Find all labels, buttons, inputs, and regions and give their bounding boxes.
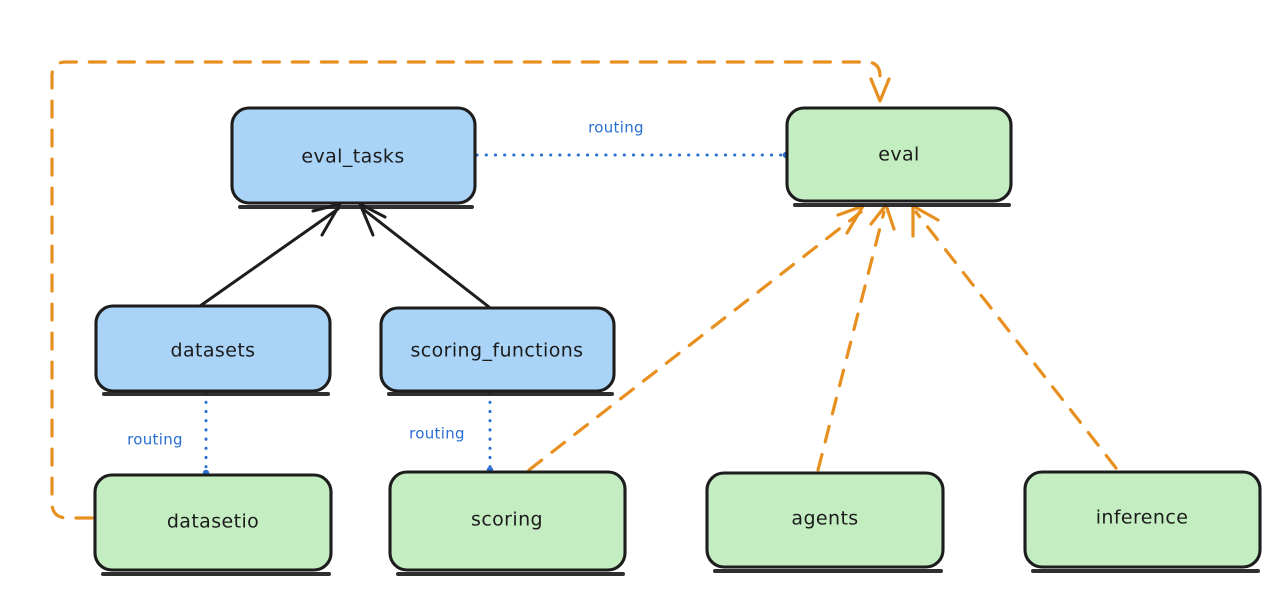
node-shadow <box>396 572 625 576</box>
node-shadow <box>387 392 614 396</box>
node-shape <box>94 304 332 393</box>
node-shadow <box>1031 569 1260 573</box>
edge-agents-eval <box>816 203 896 472</box>
node-label: datasets <box>171 340 256 362</box>
node-label: inference <box>1096 507 1189 529</box>
edge-inference-eval <box>911 204 1118 470</box>
edge-datasets-datasetio <box>202 391 210 477</box>
node-shape <box>1023 470 1262 569</box>
edge-scoring-functions-scoring <box>486 391 494 474</box>
node-shadow <box>238 205 474 209</box>
edge-scoring-functions-eval-tasks <box>358 202 491 309</box>
node-label: scoring_functions <box>411 340 584 362</box>
edge-datasetio-eval <box>50 60 891 520</box>
node-label: datasetio <box>167 511 259 533</box>
node-eval-tasks[interactable]: eval_tasks <box>230 106 477 209</box>
node-shadow <box>793 203 1011 207</box>
node-shape <box>388 470 627 572</box>
node-shape <box>379 306 616 393</box>
edge-label-routing-eval-tasks: routing <box>588 119 644 137</box>
node-agents[interactable]: agents <box>705 471 945 573</box>
node-label: eval_tasks <box>301 146 404 168</box>
node-shape <box>785 106 1013 203</box>
edge-eval-tasks-eval <box>475 151 790 159</box>
edge-datasets-eval-tasks <box>198 202 342 308</box>
node-shadow <box>102 392 330 396</box>
node-scoring-functions[interactable]: scoring_functions <box>379 306 616 396</box>
node-datasets[interactable]: datasets <box>94 304 332 396</box>
node-shadow <box>713 569 943 573</box>
node-shape <box>93 473 333 572</box>
edge-label-routing-scoring-functions: routing <box>409 425 465 443</box>
node-label: scoring <box>471 509 543 531</box>
node-inference[interactable]: inference <box>1023 470 1262 573</box>
node-label: agents <box>791 508 858 530</box>
node-eval[interactable]: eval <box>785 106 1013 207</box>
edge-label-routing-datasets: routing <box>127 431 183 449</box>
node-shape <box>230 106 477 205</box>
node-shadow <box>101 572 331 576</box>
node-label: eval <box>878 144 919 166</box>
node-datasetio[interactable]: datasetio <box>93 473 333 576</box>
node-shape <box>705 471 945 569</box>
node-scoring[interactable]: scoring <box>388 470 627 576</box>
